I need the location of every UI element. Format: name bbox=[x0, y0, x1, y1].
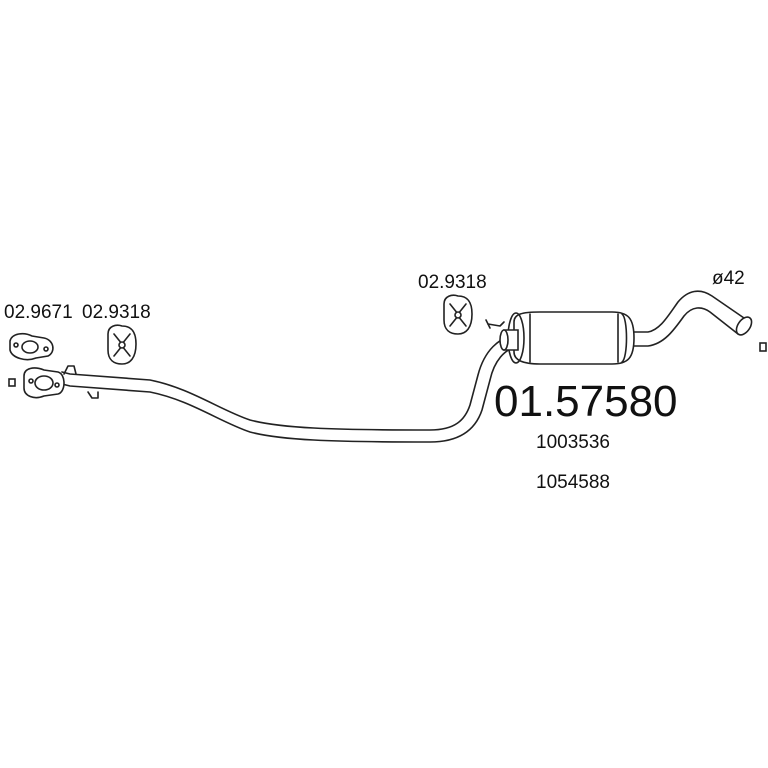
diameter-label: ø42 bbox=[712, 268, 745, 289]
oem-number-2: 1054588 bbox=[536, 472, 610, 493]
front-pipe bbox=[61, 333, 521, 443]
end-marker-right bbox=[759, 342, 767, 352]
tail-pipe bbox=[633, 290, 753, 347]
oem-number-1: 1003536 bbox=[536, 432, 610, 453]
end-marker-left bbox=[8, 378, 16, 387]
hanger-front-part-number: 02.9318 bbox=[82, 302, 151, 323]
front-flange bbox=[23, 367, 65, 399]
main-part-number: 01.57580 bbox=[494, 377, 678, 426]
rubber-hanger-icon bbox=[443, 294, 473, 335]
rubber-hanger-icon bbox=[107, 324, 137, 365]
flange-gasket-icon bbox=[9, 332, 54, 361]
rear-silencer bbox=[485, 311, 635, 365]
hanger-rear-part-number: 02.9318 bbox=[418, 272, 487, 293]
gasket-part-number: 02.9671 bbox=[4, 302, 73, 323]
